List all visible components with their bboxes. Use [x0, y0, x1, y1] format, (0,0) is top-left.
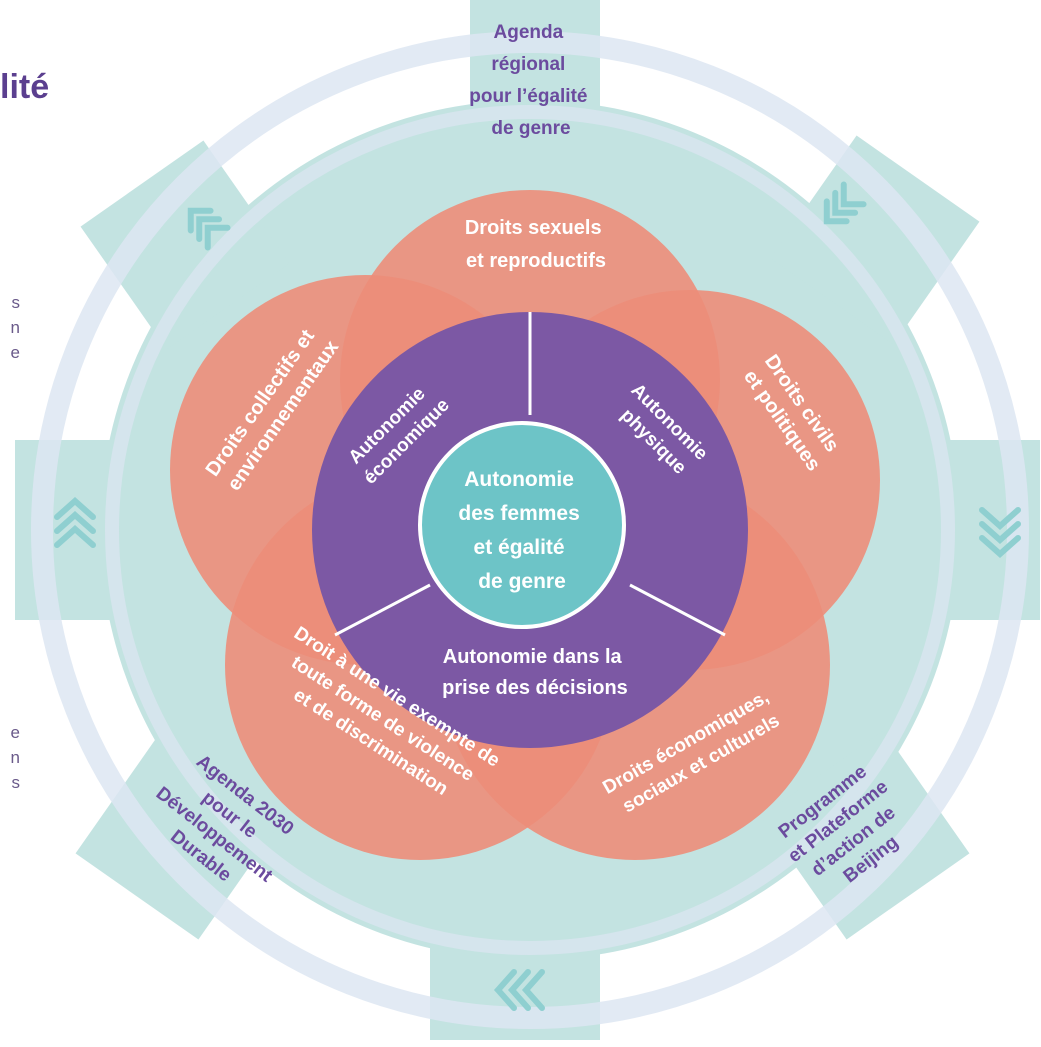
side-text-line: n	[10, 748, 20, 767]
side-text-fragment-top: s n e	[0, 290, 20, 365]
chevrons-up-right-icon	[187, 207, 231, 251]
chevrons-left-icon	[493, 969, 545, 1011]
inner-ring	[105, 105, 955, 955]
autonomy-divider-left	[334, 583, 431, 637]
center-label: Autonomie des femmes et égalité de genre	[458, 468, 585, 593]
side-text-line: e	[10, 343, 20, 362]
chevrons-down-icon	[979, 507, 1021, 559]
page-title-fragment: lité	[0, 68, 50, 106]
side-text-line: e	[10, 723, 20, 742]
gear-tooth-top-left	[80, 140, 290, 350]
autonomy-divider-right	[629, 583, 726, 637]
gear-tooth-bottom-left	[75, 730, 285, 940]
outer-ring	[31, 31, 1029, 1029]
chevrons-down-right-icon	[823, 181, 867, 225]
autonomy-decision-label: Autonomie dans la prise des décisions	[442, 646, 628, 699]
side-text-fragment-bottom: e n s	[0, 720, 20, 795]
gear-tooth-top-right	[770, 135, 980, 345]
side-text-line: n	[10, 318, 20, 337]
side-text-line: s	[11, 293, 21, 312]
rights-sexual-label: Droits sexuels et reproductifs	[465, 217, 607, 272]
chevrons-up-icon	[54, 496, 96, 548]
center-circle	[418, 421, 626, 629]
gear-tooth-top	[470, 0, 600, 160]
framework-regional-label: Agenda régional pour l’égalité de genre	[469, 22, 593, 139]
gear-tooth-bottom-right	[760, 730, 970, 940]
side-text-line: s	[11, 773, 21, 792]
